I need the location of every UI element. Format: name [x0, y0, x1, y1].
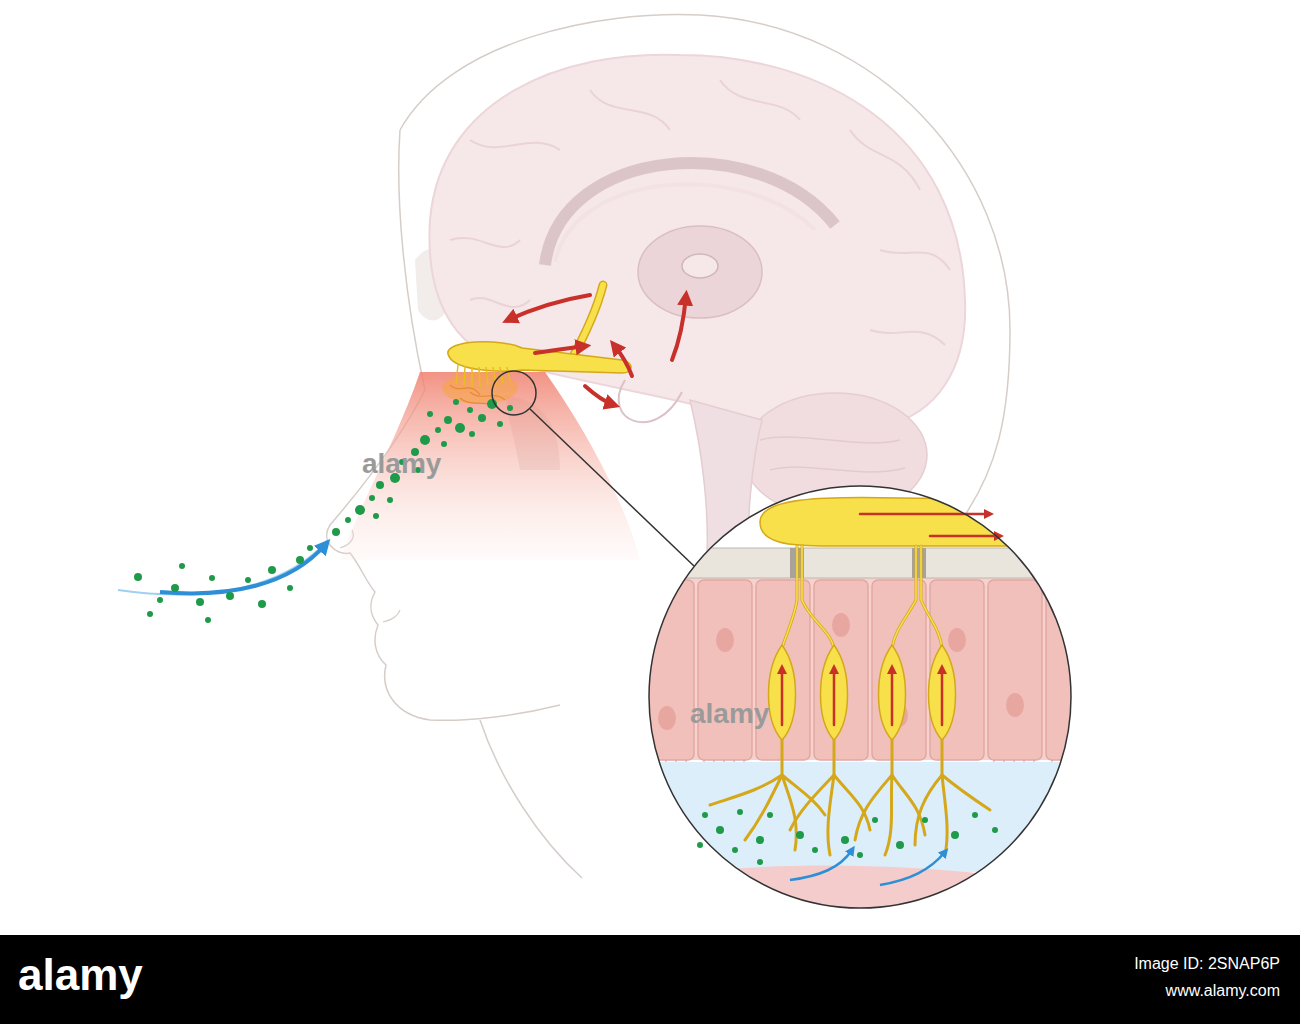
- watermark: alamy: [362, 448, 441, 480]
- watermark: alamy: [690, 698, 769, 730]
- image-id: Image ID: 2SNAP6P: [1134, 955, 1280, 973]
- website: www.alamy.com: [1166, 982, 1280, 1000]
- logo-text: alamy: [18, 950, 143, 1000]
